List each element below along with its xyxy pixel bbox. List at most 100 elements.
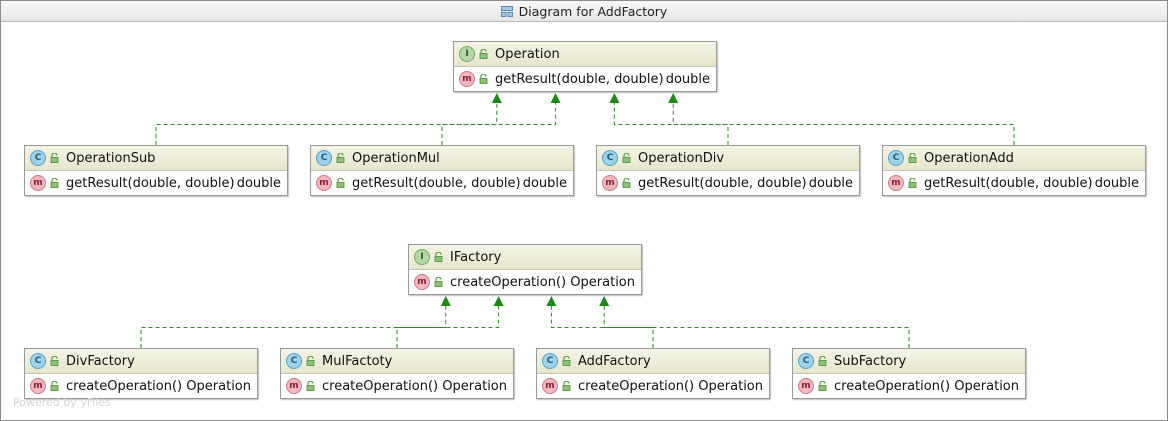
- implements-edge[interactable]: [613, 101, 729, 145]
- watermark: Powered by yFiles: [13, 396, 111, 409]
- method-icon: m: [316, 175, 332, 191]
- method-return-type: double: [236, 175, 281, 191]
- method-row[interactable]: m getResult(double, double) double: [311, 171, 573, 195]
- implements-edge[interactable]: [603, 304, 910, 348]
- public-visibility-icon: [336, 153, 345, 163]
- node-header: C OperationAdd: [883, 146, 1145, 171]
- node-operation-mul[interactable]: C OperationMul m getResult(double, doubl…: [310, 145, 574, 196]
- class-icon: C: [888, 150, 904, 166]
- window-title: Diagram for AddFactory: [518, 3, 668, 19]
- diagram-canvas[interactable]: I Operation m getResult(double, double) …: [1, 22, 1167, 420]
- public-visibility-icon: [306, 356, 315, 366]
- class-name: MulFactoty: [322, 353, 393, 369]
- class-icon: C: [798, 353, 814, 369]
- method-row[interactable]: m createOperation() Operation: [281, 374, 513, 398]
- method-icon: m: [30, 175, 46, 191]
- method-signature: getResult(double, double): [66, 175, 235, 191]
- implements-arrowhead: [599, 296, 610, 306]
- public-visibility-icon: [479, 49, 488, 59]
- node-header: C MulFactoty: [281, 349, 513, 374]
- implements-edge[interactable]: [672, 101, 1015, 145]
- method-signature: getResult(double, double): [924, 175, 1093, 191]
- class-icon: C: [30, 150, 46, 166]
- method-return-type: double: [522, 175, 567, 191]
- method-icon: m: [602, 175, 618, 191]
- class-name: IFactory: [450, 249, 502, 265]
- implements-arrowhead: [493, 296, 504, 306]
- method-row[interactable]: m createOperation() Operation: [793, 374, 1025, 398]
- title-bar: Diagram for AddFactory: [1, 1, 1167, 22]
- method-row[interactable]: m getResult(double, double) double: [454, 67, 716, 91]
- method-row[interactable]: m createOperation() Operation: [25, 374, 257, 398]
- node-operation-add[interactable]: C OperationAdd m getResult(double, doubl…: [882, 145, 1146, 196]
- public-visibility-icon: [50, 381, 59, 391]
- node-header: C AddFactory: [537, 349, 769, 374]
- class-name: Operation: [495, 46, 560, 62]
- node-header: C OperationSub: [25, 146, 287, 171]
- method-row[interactable]: m createOperation() Operation: [409, 270, 641, 294]
- class-name: AddFactory: [578, 353, 651, 369]
- implements-arrowhead: [491, 93, 502, 103]
- method-icon: m: [414, 274, 430, 290]
- node-ifactory[interactable]: I IFactory m createOperation() Operation: [408, 244, 642, 295]
- method-return-type: Operation: [186, 378, 251, 394]
- node-operation-div[interactable]: C OperationDiv m getResult(double, doubl…: [596, 145, 860, 196]
- class-icon: C: [542, 353, 558, 369]
- method-signature: createOperation(): [322, 378, 439, 394]
- interface-icon: I: [459, 46, 475, 62]
- public-visibility-icon: [50, 153, 59, 163]
- method-icon: m: [30, 378, 46, 394]
- implements-edge[interactable]: [396, 304, 500, 348]
- method-row[interactable]: m getResult(double, double) double: [25, 171, 287, 195]
- public-visibility-icon: [434, 277, 443, 287]
- public-visibility-icon: [622, 153, 631, 163]
- class-name: OperationSub: [66, 150, 156, 166]
- class-name: OperationMul: [352, 150, 440, 166]
- node-operation-sub[interactable]: C OperationSub m getResult(double, doubl…: [24, 145, 288, 196]
- method-icon: m: [542, 378, 558, 394]
- implements-edge[interactable]: [140, 304, 447, 348]
- interface-icon: I: [414, 249, 430, 265]
- node-mul-factoty[interactable]: C MulFactoty m createOperation() Operati…: [280, 348, 514, 399]
- implements-arrowhead: [546, 296, 557, 306]
- method-row[interactable]: m createOperation() Operation: [537, 374, 769, 398]
- node-header: C SubFactory: [793, 349, 1025, 374]
- public-visibility-icon: [306, 381, 315, 391]
- node-header: I IFactory: [409, 245, 641, 270]
- public-visibility-icon: [818, 381, 827, 391]
- public-visibility-icon: [479, 74, 488, 84]
- method-icon: m: [798, 378, 814, 394]
- method-return-type: Operation: [698, 378, 763, 394]
- implements-edge[interactable]: [155, 101, 498, 145]
- implements-edge[interactable]: [550, 304, 654, 348]
- method-return-type: double: [665, 71, 710, 87]
- method-icon: m: [286, 378, 302, 394]
- public-visibility-icon: [50, 178, 59, 188]
- node-header: C DivFactory: [25, 349, 257, 374]
- node-header: C OperationDiv: [597, 146, 859, 171]
- node-sub-factory[interactable]: C SubFactory m createOperation() Operati…: [792, 348, 1026, 399]
- class-icon: C: [316, 150, 332, 166]
- node-operation[interactable]: I Operation m getResult(double, double) …: [453, 41, 717, 92]
- class-name: SubFactory: [834, 353, 907, 369]
- implements-arrowhead: [440, 296, 451, 306]
- class-icon: C: [286, 353, 302, 369]
- method-signature: getResult(double, double): [352, 175, 521, 191]
- public-visibility-icon: [562, 381, 571, 391]
- node-div-factory[interactable]: C DivFactory m createOperation() Operati…: [24, 348, 258, 399]
- implements-edge[interactable]: [441, 101, 557, 145]
- method-row[interactable]: m getResult(double, double) double: [883, 171, 1145, 195]
- method-signature: getResult(double, double): [495, 71, 664, 87]
- class-name: DivFactory: [66, 353, 135, 369]
- public-visibility-icon: [908, 178, 917, 188]
- public-visibility-icon: [622, 178, 631, 188]
- method-return-type: Operation: [954, 378, 1019, 394]
- public-visibility-icon: [562, 356, 571, 366]
- method-icon: m: [459, 71, 475, 87]
- node-header: C OperationMul: [311, 146, 573, 171]
- method-row[interactable]: m getResult(double, double) double: [597, 171, 859, 195]
- method-return-type: Operation: [570, 274, 635, 290]
- node-add-factory[interactable]: C AddFactory m createOperation() Operati…: [536, 348, 770, 399]
- public-visibility-icon: [50, 356, 59, 366]
- method-signature: createOperation(): [450, 274, 567, 290]
